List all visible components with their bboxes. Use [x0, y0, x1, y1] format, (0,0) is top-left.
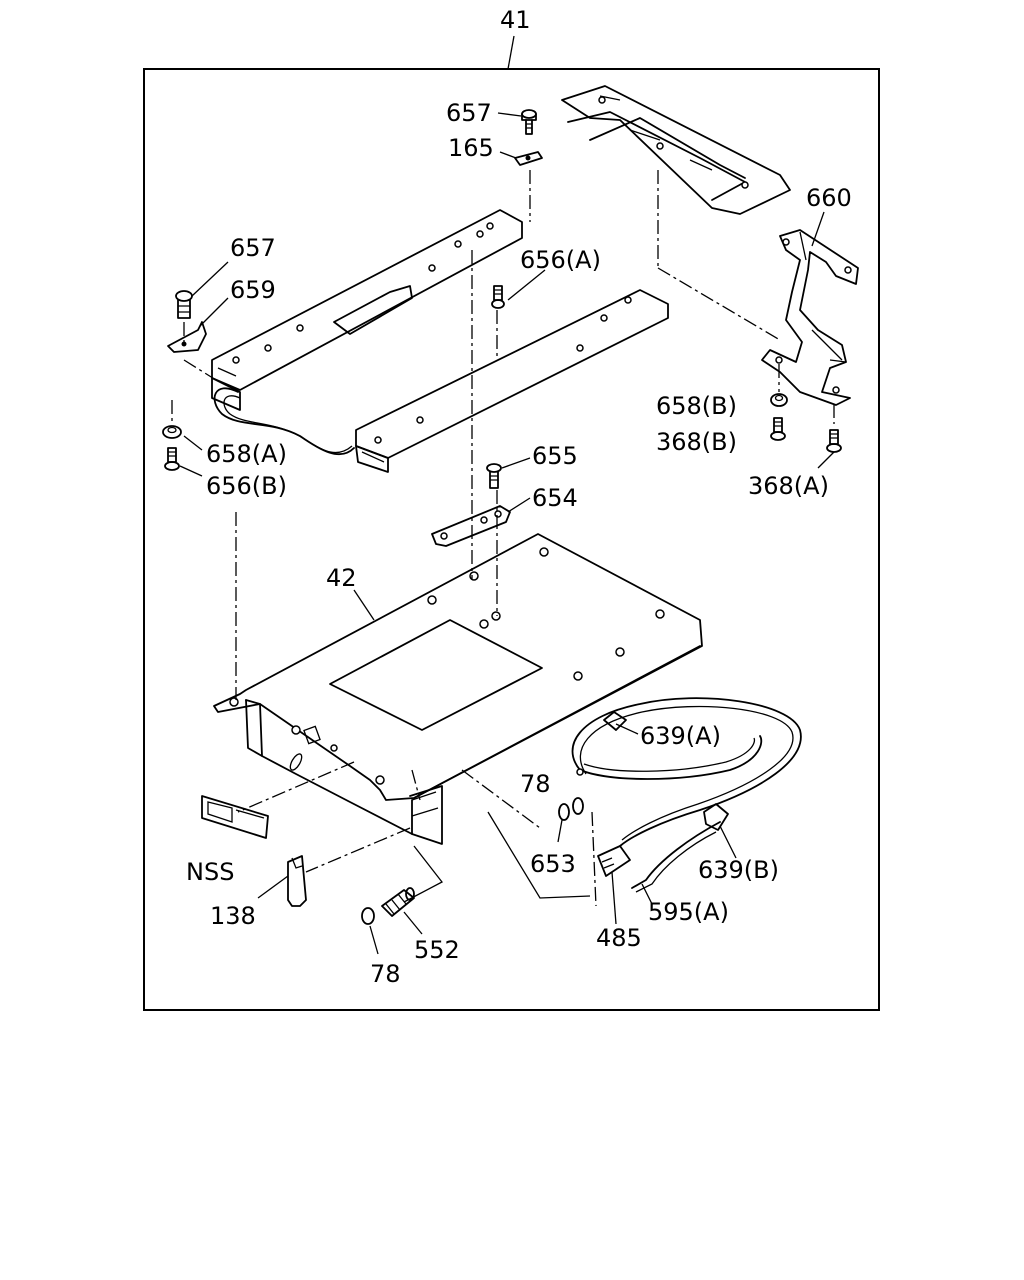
bolt-656b: [164, 447, 180, 471]
plate-654: [431, 505, 511, 547]
label-nss: NSS: [186, 858, 234, 886]
screw-655: [486, 463, 502, 489]
cap-138: [287, 855, 307, 907]
label-368a: 368(A): [748, 472, 829, 500]
bolt-656a: [491, 285, 505, 309]
oring-pair-653: [558, 797, 584, 821]
label-655: 655: [532, 442, 578, 470]
label-552: 552: [414, 936, 460, 964]
assembly-guides: [171, 170, 835, 907]
label-658a: 658(A): [206, 440, 287, 468]
seat-frame: [561, 85, 791, 215]
label-658b: 658(B): [656, 392, 737, 420]
nut-658a: [162, 425, 182, 439]
label-656b: 656(B): [206, 472, 287, 500]
screw-657-left: [175, 290, 193, 319]
label-368b: 368(B): [656, 428, 737, 456]
label-78-lower: 78: [370, 960, 401, 988]
bracket-660: [761, 229, 859, 406]
seat-rail-right: [355, 289, 669, 473]
label-659: 659: [230, 276, 276, 304]
joint-552: [381, 887, 415, 917]
label-639a: 639(A): [640, 722, 721, 750]
label-656a: 656(A): [520, 246, 601, 274]
label-657-top: 657: [446, 99, 492, 127]
bolt-368a: [826, 429, 842, 453]
label-78-upper: 78: [520, 770, 551, 798]
diagram-frame: [143, 68, 880, 1011]
nss-label: [201, 795, 269, 839]
label-595a: 595(A): [648, 898, 729, 926]
label-639b: 639(B): [698, 856, 779, 884]
washer-165: [514, 151, 543, 166]
bolt-368b: [770, 417, 786, 441]
label-660: 660: [806, 184, 852, 212]
oring-78-lower: [361, 907, 375, 925]
label-654: 654: [532, 484, 578, 512]
hose-assembly: [571, 697, 802, 893]
label-42: 42: [326, 564, 357, 592]
label-485: 485: [596, 924, 642, 952]
label-653: 653: [530, 850, 576, 878]
label-657-left: 657: [230, 234, 276, 262]
label-165: 165: [448, 134, 494, 162]
clip-659: [167, 321, 207, 353]
base-plate-42: [213, 533, 703, 845]
nut-658b: [770, 393, 788, 407]
label-138: 138: [210, 902, 256, 930]
label-41: 41: [500, 6, 531, 34]
screw-657-top: [521, 109, 537, 135]
